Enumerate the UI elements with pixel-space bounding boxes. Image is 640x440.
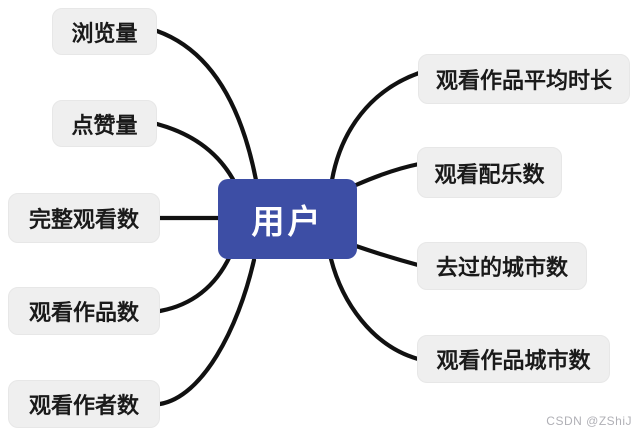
- branch-authors-watched[interactable]: 观看作者数: [8, 380, 160, 428]
- branch-soundtracks-watched[interactable]: 观看配乐数: [417, 147, 562, 198]
- branch-cities-visited[interactable]: 去过的城市数: [417, 242, 587, 290]
- connector-cities-visited: [353, 243, 421, 268]
- connector-likes: [154, 121, 238, 186]
- branch-avg-watch-duration[interactable]: 观看作品平均时长: [418, 54, 630, 104]
- watermark: CSDN @ZShiJ: [546, 414, 632, 428]
- connector-avg-watch-duration: [329, 70, 422, 183]
- connector-authors-watched: [157, 257, 257, 407]
- connector-soundtracks-watched: [353, 161, 422, 188]
- branch-views[interactable]: 浏览量: [52, 8, 157, 55]
- branch-work-cities[interactable]: 观看作品城市数: [417, 335, 610, 383]
- branch-likes[interactable]: 点赞量: [52, 100, 157, 147]
- center-node-user[interactable]: 用户: [218, 179, 357, 259]
- connector-work-cities: [328, 256, 421, 362]
- branch-works-watched[interactable]: 观看作品数: [8, 287, 160, 335]
- connector-works-watched: [157, 253, 233, 314]
- branch-complete-views[interactable]: 完整观看数: [8, 193, 160, 243]
- connector-views: [154, 28, 259, 183]
